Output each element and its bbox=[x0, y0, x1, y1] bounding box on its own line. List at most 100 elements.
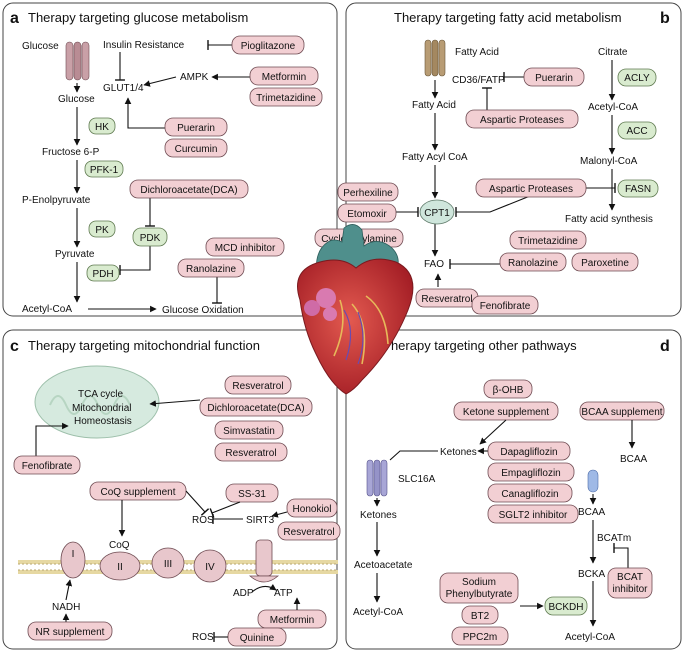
sodium-label-2: Phenylbutyrate bbox=[446, 589, 513, 600]
drug-etomoxir bbox=[337, 203, 397, 223]
fatty-acid: Fatty Acid bbox=[412, 100, 456, 111]
complex-ii bbox=[99, 551, 141, 581]
glucose-oxidation: Glucose Oxidation bbox=[162, 305, 244, 316]
drug-curcumin bbox=[164, 138, 228, 158]
quinine-label: Quinine bbox=[240, 633, 275, 644]
puerarin-a-label: Puerarin bbox=[177, 123, 215, 134]
homeostasis: Homeostasis bbox=[74, 416, 132, 427]
canagliflozin-label: Canagliflozin bbox=[501, 489, 558, 500]
drug-trimetazidine-a bbox=[249, 87, 323, 107]
drug-sodium-phenylbutyrate bbox=[439, 572, 519, 604]
pk-label: PK bbox=[95, 225, 109, 236]
drug-paroxetine bbox=[571, 252, 639, 272]
complex-iv bbox=[193, 549, 227, 583]
acly-label: ACLY bbox=[624, 73, 650, 84]
atp-synthase-icon bbox=[248, 539, 280, 583]
resveratrol-c2-label: Resveratrol bbox=[225, 448, 276, 459]
acetyl-coa-d-right: Acetyl-CoA bbox=[565, 632, 615, 643]
transporter-icon bbox=[65, 41, 90, 81]
enzyme-acc bbox=[617, 121, 657, 140]
nadh: NADH bbox=[52, 602, 80, 613]
enzyme-fasn bbox=[617, 179, 659, 198]
drug-puerarin-a bbox=[164, 117, 228, 137]
inhibit-coq-ros bbox=[185, 490, 210, 516]
drug-bcat-inhibitor bbox=[607, 567, 653, 599]
complex-ii-label: II bbox=[117, 562, 123, 573]
drug-simvastatin bbox=[214, 420, 284, 440]
mitochondrial: Mitochondrial bbox=[72, 403, 131, 414]
arrow-drugs-mito bbox=[149, 399, 201, 407]
drug-dca-a bbox=[129, 179, 249, 199]
acetoacetate: Acetoacetate bbox=[354, 560, 413, 571]
drug-empagliflozin bbox=[487, 462, 575, 482]
bcatm: BCATm bbox=[597, 533, 631, 544]
fatty-acid-top: Fatty Acid bbox=[455, 47, 499, 58]
drug-fenofibrate-c bbox=[13, 455, 81, 475]
ketones-top: Ketones bbox=[440, 447, 477, 458]
sglt2-label: SGLT2 inhibitor bbox=[499, 510, 568, 521]
hk-label: HK bbox=[95, 122, 109, 133]
ros-2: ROS bbox=[192, 632, 214, 643]
drug-metformin-c bbox=[257, 609, 327, 629]
dca-a-label: Dichloroacetate(DCA) bbox=[140, 185, 237, 196]
sodium-label-1: Sodium bbox=[462, 577, 496, 588]
drug-ppc2m bbox=[451, 626, 509, 646]
ketones: Ketones bbox=[360, 510, 397, 521]
panel-d-letter: d bbox=[660, 338, 670, 355]
malonyl-coa: Malonyl-CoA bbox=[580, 156, 638, 167]
arrow-honokiol-sirt3 bbox=[271, 511, 288, 518]
inhibit-ss31-ros bbox=[209, 501, 241, 518]
enzyme-acly bbox=[617, 68, 657, 87]
insulin-resistance: Insulin Resistance bbox=[103, 40, 185, 51]
honokiol-label: Honokiol bbox=[293, 504, 332, 515]
resveratrol-c1-label: Resveratrol bbox=[232, 381, 283, 392]
complex-iv-label: IV bbox=[205, 562, 215, 573]
panel-b bbox=[345, 2, 682, 317]
ros: ROS bbox=[192, 515, 214, 526]
bcaa: BCAA bbox=[578, 507, 606, 518]
atp: ATP bbox=[274, 588, 293, 599]
arrow-ketones-slc bbox=[389, 450, 438, 461]
drug-canagliflozin bbox=[487, 483, 573, 503]
perhexiline-label: Perhexiline bbox=[343, 188, 393, 199]
resveratrol-b-label: Resveratrol bbox=[421, 294, 472, 305]
enzyme-pfk1 bbox=[84, 160, 124, 178]
glucose-top: Glucose bbox=[22, 41, 59, 52]
arrow-adp-atp bbox=[251, 583, 277, 593]
fatty-acid-synthesis: Fatty acid synthesis bbox=[565, 214, 653, 225]
arrow-ketone-supp bbox=[479, 419, 507, 445]
curcumin-label: Curcumin bbox=[175, 144, 218, 155]
etomoxir-label: Etomoxir bbox=[347, 209, 387, 220]
arrow-fenofibrate-mito bbox=[35, 422, 69, 456]
transporter-icon-d bbox=[366, 459, 388, 497]
enzyme-pdh bbox=[86, 264, 120, 282]
cpt1-label: CPT1 bbox=[424, 208, 450, 219]
ranolazine-a-label: Ranolazine bbox=[186, 264, 236, 275]
glucose: Glucose bbox=[58, 94, 95, 105]
adp: ADP bbox=[233, 588, 254, 599]
drug-resveratrol-c3 bbox=[277, 521, 341, 541]
fao: FAO bbox=[424, 259, 444, 270]
drug-puerarin-b bbox=[523, 67, 585, 87]
trimetazidine-b-label: Trimetazidine bbox=[518, 236, 578, 247]
slc16a: SLC16A bbox=[398, 474, 436, 485]
puerarin-b-label: Puerarin bbox=[535, 73, 573, 84]
pdk-label: PDK bbox=[140, 233, 161, 244]
ppc2m-label: PPC2m bbox=[463, 632, 497, 643]
drug-bohb bbox=[483, 379, 533, 399]
drug-mcd-inhibitor bbox=[205, 237, 285, 257]
arrow-ampk-glut bbox=[143, 76, 177, 87]
drug-bt2 bbox=[461, 605, 499, 625]
panel-c-letter: c bbox=[10, 338, 19, 355]
drug-metformin-a bbox=[249, 66, 319, 86]
empagliflozin-label: Empagliflozin bbox=[501, 468, 560, 479]
drug-ss31 bbox=[225, 483, 279, 503]
complex-i bbox=[60, 541, 86, 579]
nr-supplement-label: NR supplement bbox=[36, 627, 105, 638]
complex-i-label: I bbox=[72, 549, 75, 560]
p-enolpyruvate: P-Enolpyruvate bbox=[22, 195, 91, 206]
panel-b-title: Therapy targeting fatty acid metabolism bbox=[394, 10, 622, 25]
acetyl-coa-a: Acetyl-CoA bbox=[22, 304, 72, 315]
enzyme-pdk bbox=[132, 227, 168, 247]
